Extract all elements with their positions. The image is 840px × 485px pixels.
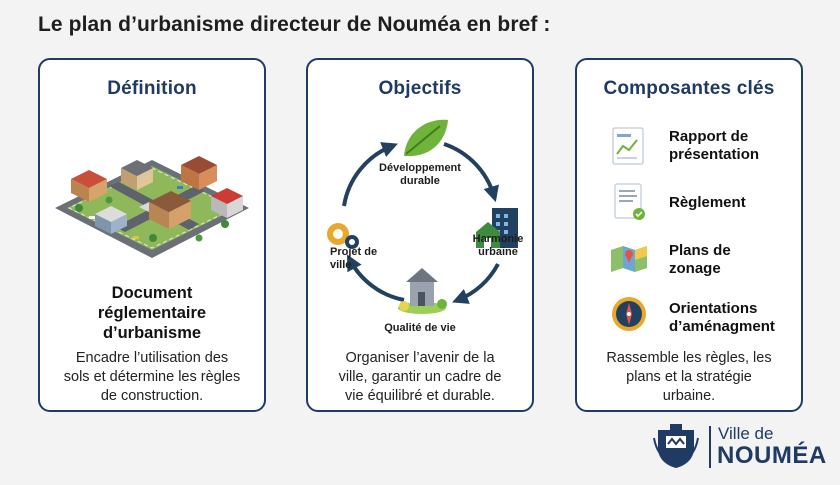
objectives-title: Objectifs — [378, 78, 462, 99]
cycle-label-project: Projet de ville — [330, 246, 378, 271]
cycle-arrow — [342, 142, 398, 207]
objectives-card: Objectifs — [306, 58, 534, 412]
component-label-report: Rapport de présentation — [669, 128, 760, 163]
component-label-zoning: Plans de zonage — [669, 242, 731, 277]
cycle-label-harmony: Harmonie urbaine — [472, 233, 524, 258]
definition-title: Définition — [107, 78, 197, 99]
noumea-logo: Ville de NOUMÉA — [652, 420, 826, 472]
objectives-cycle-diagram — [327, 119, 518, 314]
page-title: Le plan d’urbanisme directeur de Nouméa … — [38, 13, 551, 36]
cycle-arrow — [452, 263, 500, 304]
cycle-arrow — [443, 142, 499, 203]
city-illustration — [55, 156, 249, 258]
regulation-document-icon — [614, 183, 645, 220]
gears-icon — [327, 223, 359, 249]
definition-description: Encadre l’utilisation des sols et déterm… — [63, 350, 241, 404]
cycle-arrow — [346, 254, 405, 302]
report-icon — [612, 127, 644, 165]
compass-icon — [612, 297, 646, 331]
component-label-regulation: Règlement — [669, 194, 746, 211]
components-description: Rassemble les règles, les plans et la st… — [606, 350, 772, 404]
cycle-label-quality: Qualité de vie — [384, 322, 456, 334]
building — [71, 170, 107, 202]
zoning-map-icon — [611, 246, 647, 272]
component-label-orientations: Orientations d’aménagment — [669, 300, 775, 335]
logo-line1: Ville de — [718, 424, 774, 443]
objectives-description: Organiser l’avenir de la ville, garantir… — [338, 350, 502, 404]
house-icon — [398, 268, 447, 314]
city-crest-icon — [653, 424, 699, 468]
buildings-icon — [476, 208, 518, 248]
leaf-icon — [404, 119, 448, 157]
components-title: Composantes clés — [603, 78, 775, 99]
logo-divider — [709, 426, 711, 468]
logo-line2: NOUMÉA — [717, 442, 827, 469]
definition-card: Définition — [38, 58, 266, 412]
definition-subtitle: Document réglementaire d’urbanisme — [97, 284, 207, 342]
cycle-label-sustainable: Développement durable — [379, 162, 461, 187]
components-card: Composantes clés Rapport de présentation… — [575, 58, 803, 412]
